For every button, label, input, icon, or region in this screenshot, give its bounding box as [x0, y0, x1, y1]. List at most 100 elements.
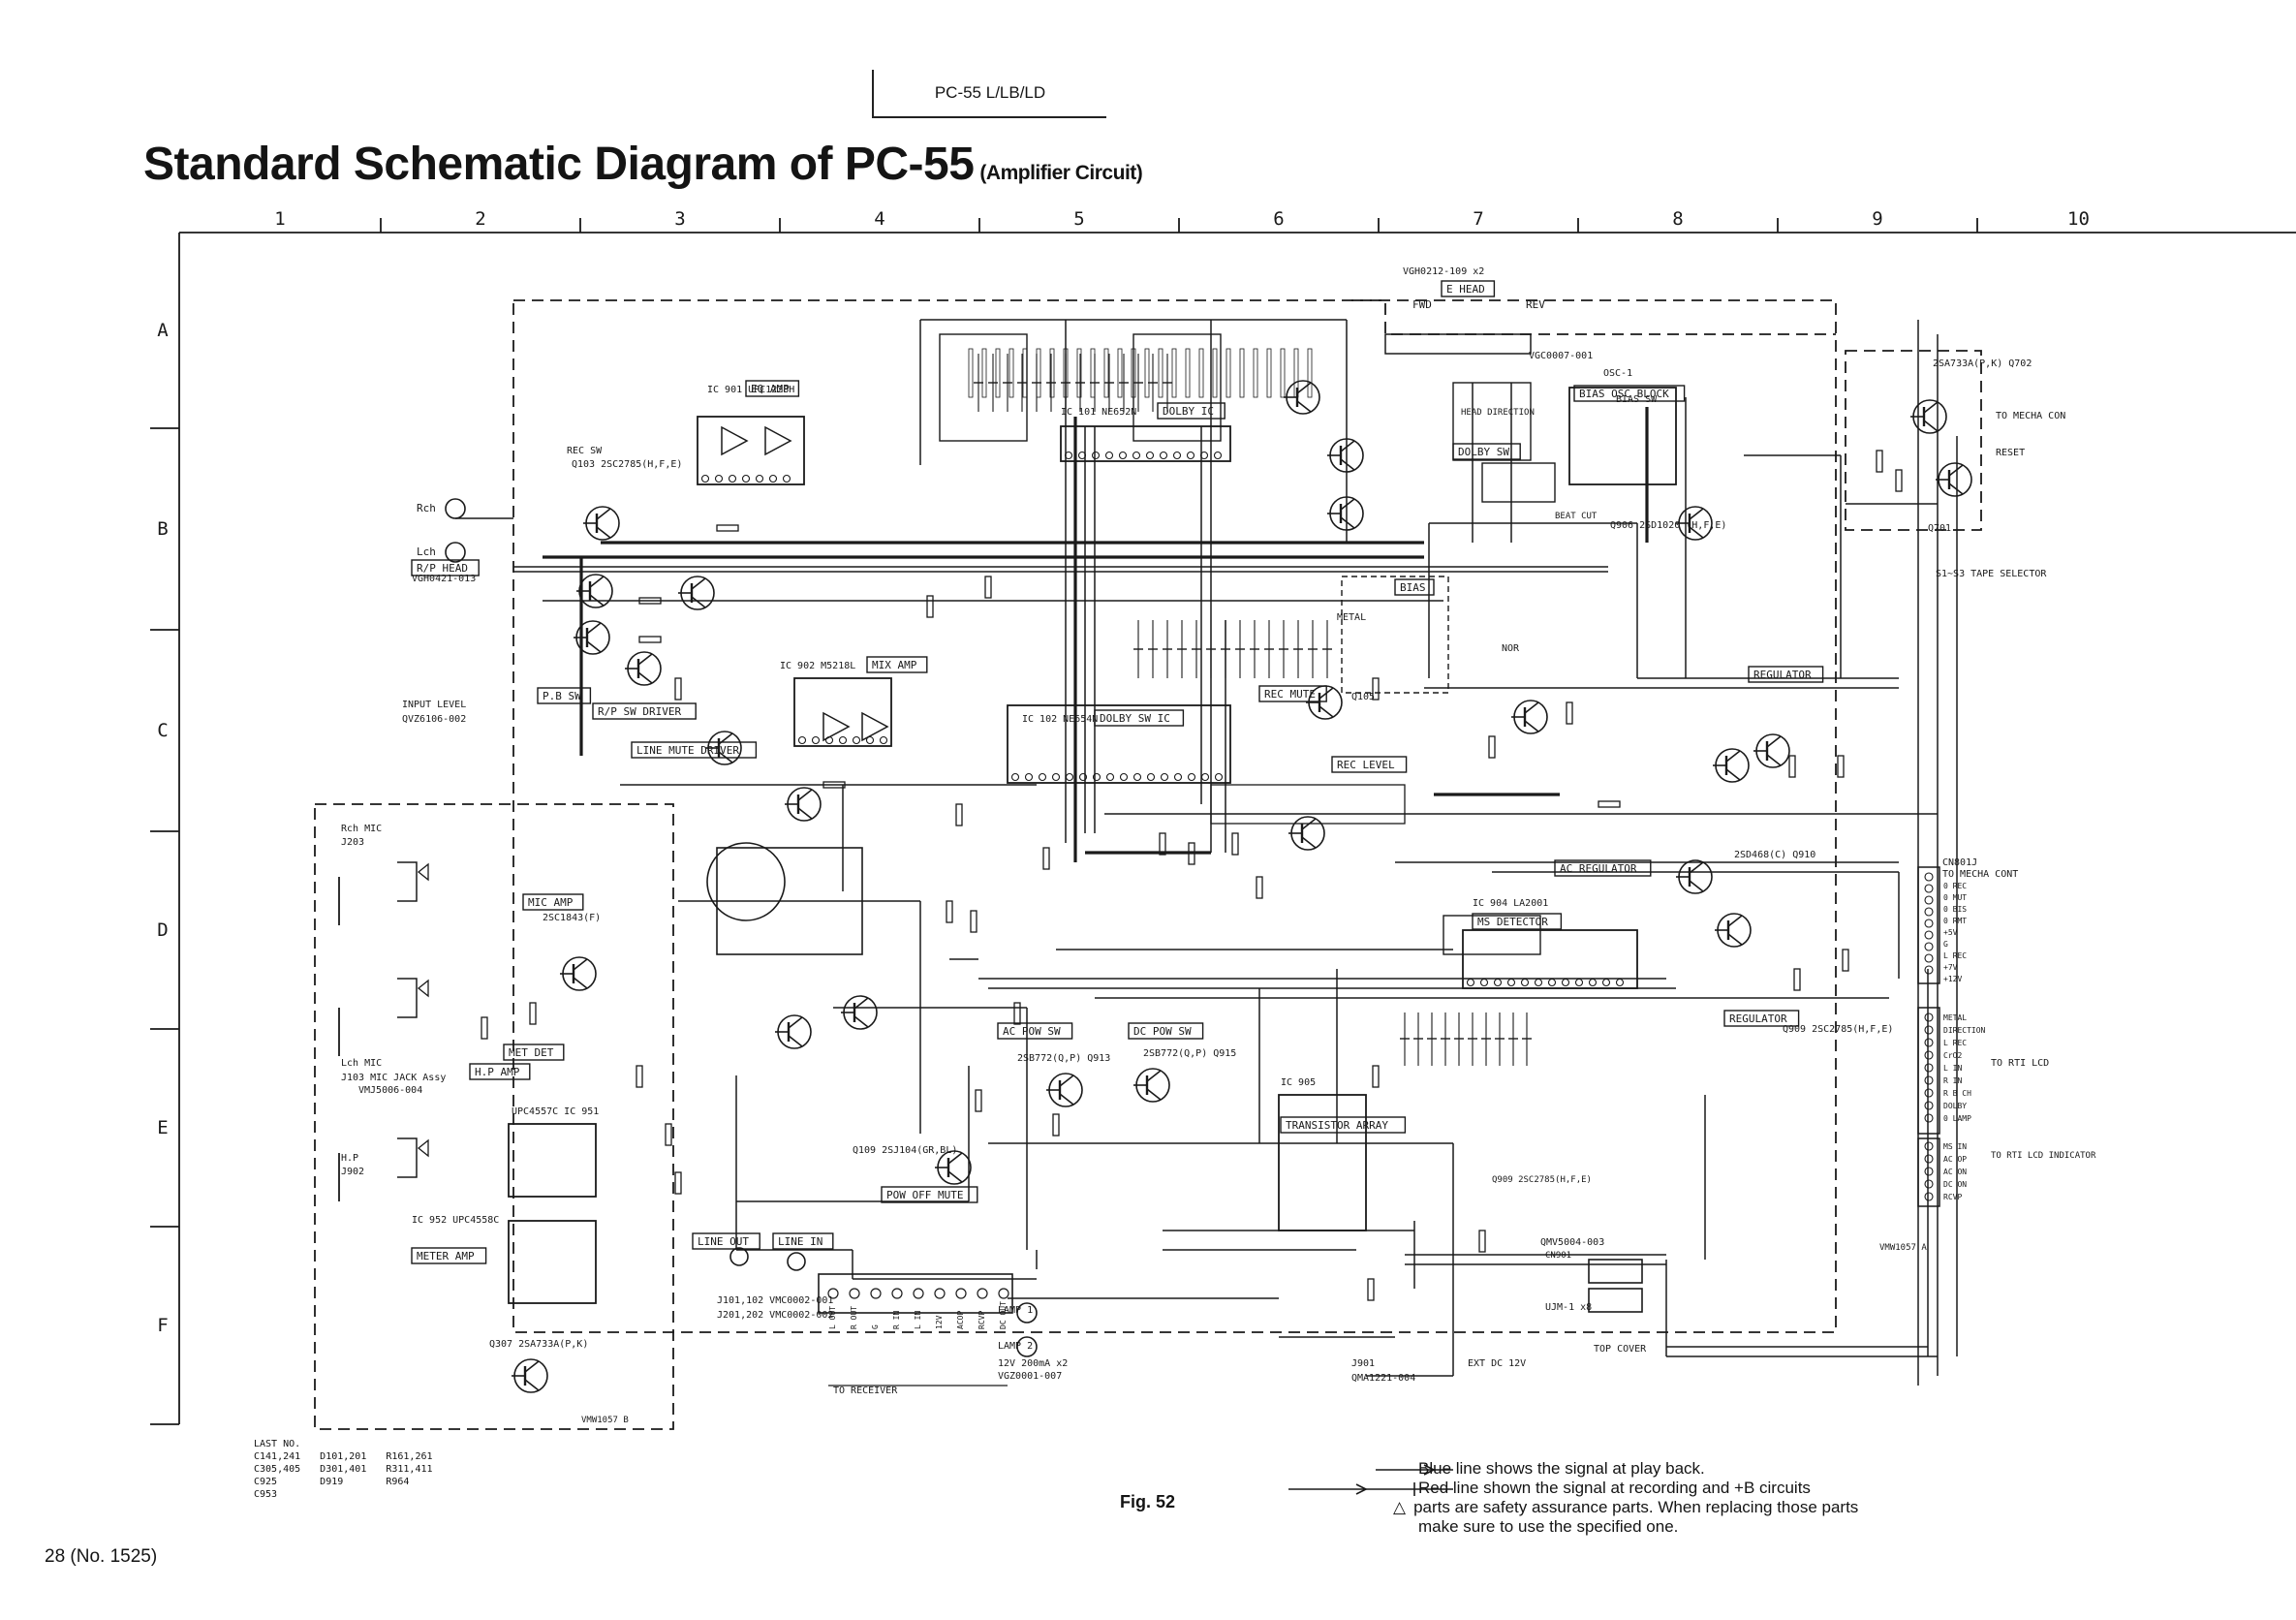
- reset-label: RESET: [1996, 448, 2025, 458]
- value-mark: [1144, 348, 1150, 398]
- ic-pin: [1187, 772, 1196, 782]
- resistor-symbol: [1793, 968, 1801, 991]
- ic102-label: IC 102 NE654N: [1022, 714, 1098, 725]
- transistor-q106: [1511, 700, 1548, 734]
- opamp-symbol: [861, 711, 889, 742]
- jack-spring: [417, 979, 429, 998]
- value-mark: [968, 348, 974, 398]
- mecha-pin-label: 0 RMT: [1943, 917, 1967, 925]
- last-no-entry: C953: [254, 1489, 278, 1500]
- svg-text:EQ AMP: EQ AMP: [751, 383, 790, 395]
- grid-column-label: 8: [1672, 208, 1683, 230]
- resistor-symbol: [984, 576, 992, 599]
- lcd-pin-label: DIRECTION: [1943, 1026, 1986, 1035]
- ic-pin: [1132, 451, 1141, 460]
- bias-adj-tag: BIAS: [1394, 578, 1435, 596]
- svg-text:TRANSISTOR ARRAY: TRANSISTOR ARRAY: [1286, 1119, 1388, 1132]
- last-no-entry: R964: [386, 1477, 410, 1487]
- mecha-pin-label: +12V: [1943, 975, 1962, 983]
- j203-label: J203: [341, 837, 364, 848]
- grid-row-label: E: [157, 1117, 168, 1138]
- resistor-symbol: [1372, 1065, 1380, 1088]
- lcd-pin2-label: AC OP: [1943, 1155, 1967, 1164]
- resistor-symbol: [1372, 677, 1380, 701]
- svg-text:LINE OUT: LINE OUT: [698, 1235, 749, 1248]
- resistor-symbol: [1159, 832, 1166, 856]
- lcd-pin-label: L IN: [1943, 1064, 1962, 1073]
- lcd-pin: [1924, 1101, 1934, 1110]
- ic-pin: [1588, 978, 1598, 987]
- transistor-q915: [1133, 1068, 1170, 1103]
- title-text: Standard Schematic Diagram of PC-55: [143, 139, 975, 190]
- transistor-q910: [1676, 859, 1713, 894]
- q906-label: Q906 2SD1020 (H,F,E): [1610, 520, 1726, 531]
- value-mark: [995, 348, 1001, 398]
- ic-pin: [1051, 772, 1061, 782]
- resistor-symbol: [946, 900, 953, 923]
- svg-text:MS DETECTOR: MS DETECTOR: [1477, 916, 1548, 928]
- resistor-symbol: [1488, 735, 1496, 759]
- lcd-pin: [1924, 1075, 1934, 1085]
- ic-pin: [1118, 451, 1128, 460]
- ic-pin: [1010, 772, 1020, 782]
- svg-text:DC POW SW: DC POW SW: [1133, 1025, 1192, 1038]
- ic-pin: [714, 474, 724, 483]
- ic952-body: [508, 1220, 597, 1304]
- cn901-label: CN901: [1545, 1251, 1571, 1261]
- value-mark: [1239, 348, 1245, 398]
- ext-dc-label: EXT DC 12V: [1468, 1358, 1526, 1369]
- svg-text:POW OFF MUTE: POW OFF MUTE: [886, 1189, 963, 1201]
- last-no-title: LAST NO.: [254, 1439, 301, 1449]
- ic-pin: [1078, 772, 1088, 782]
- mecha-pin: [1924, 930, 1934, 940]
- svg-text:REGULATOR: REGULATOR: [1729, 1012, 1787, 1025]
- mecha-pin: [1924, 895, 1934, 905]
- head-terminal: [445, 542, 466, 563]
- ic-pin: [879, 735, 888, 745]
- ic-pin: [1173, 772, 1183, 782]
- svg-text:H.P AMP: H.P AMP: [475, 1066, 520, 1078]
- to-rti-lcd-indicator-label: TO RTI LCD INDICATOR: [1991, 1151, 2096, 1161]
- lamp1-label: LAMP 1: [998, 1305, 1033, 1316]
- ic-pin: [782, 474, 791, 483]
- ic-pin: [1064, 451, 1073, 460]
- svg-text:REC LEVEL: REC LEVEL: [1337, 759, 1395, 771]
- ic951-tag: H.P AMP: [469, 1063, 531, 1080]
- last-no-entry: R311,411: [386, 1464, 433, 1475]
- resistor-symbol: [1367, 1278, 1375, 1301]
- capacitor-bank-mid: [1132, 333, 1222, 442]
- mecha-pin: [1924, 965, 1934, 975]
- resistor-symbol: [481, 1016, 488, 1040]
- receiver-pin: [977, 1288, 988, 1299]
- main-board-outline: [512, 299, 1837, 1333]
- ic901-label: IC 901 UPC1228H: [707, 385, 794, 395]
- ic-pin: [1200, 772, 1210, 782]
- to-receiver-label: TO RECEIVER: [833, 1386, 898, 1396]
- svg-text:AC POW SW: AC POW SW: [1003, 1025, 1061, 1038]
- q909-lower-label: Q909 2SC2785(H,F,E): [1492, 1175, 1592, 1185]
- grid-column-label: 10: [2067, 208, 2090, 230]
- rec-sw-label: REC SW: [567, 446, 603, 456]
- receiver-pin-label: G: [871, 1324, 880, 1329]
- value-mark: [1076, 348, 1082, 398]
- ic-pin: [1534, 978, 1543, 987]
- ic-pin: [852, 735, 861, 745]
- vmw1-label: VMW1057 B: [581, 1416, 629, 1425]
- receiver-connector: [818, 1273, 1013, 1314]
- svg-text:LINE MUTE DRIVER: LINE MUTE DRIVER: [636, 744, 739, 757]
- ic-pin: [1077, 451, 1087, 460]
- value-mark: [1266, 348, 1272, 398]
- value-mark: [1226, 348, 1231, 398]
- grid-row-label: D: [157, 919, 168, 941]
- lcd-pin-label: 0 LAMP: [1943, 1114, 1971, 1123]
- ic902-label: IC 902 M5218L: [780, 661, 855, 671]
- erase-head-tag: E HEAD: [1441, 280, 1496, 297]
- mecha-board-outline: [1845, 350, 1982, 531]
- top-cover-label: TOP COVER: [1594, 1344, 1647, 1355]
- j901-part-label: QMA1221-004: [1351, 1373, 1415, 1384]
- ic-pin: [1214, 772, 1224, 782]
- lamp2-bulb: [1016, 1336, 1038, 1357]
- ic101-body: [1060, 425, 1231, 462]
- receiver-pin-label: DC OUT: [999, 1301, 1008, 1329]
- lcd-pin-label: CrO2: [1943, 1051, 1962, 1060]
